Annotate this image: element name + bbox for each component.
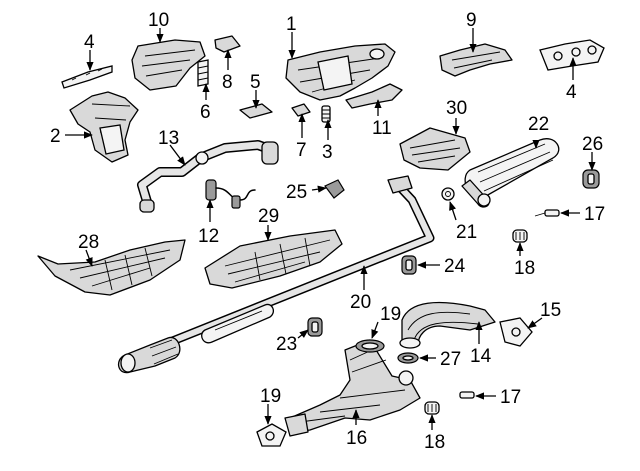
nut-washer-part — [291, 103, 311, 117]
gasket-ring-part — [355, 339, 385, 353]
manifold-gasket-left-part — [61, 65, 113, 89]
gasket-part — [499, 317, 533, 347]
stud-part — [512, 229, 528, 243]
center-heat-shield-part — [204, 229, 343, 289]
stud-bolt-part — [321, 105, 331, 123]
rear-muffler-part — [461, 138, 560, 208]
callout-8: 8 — [222, 72, 233, 93]
callout-30: 30 — [446, 98, 467, 119]
callout-24: 24 — [444, 256, 466, 277]
exhaust-manifold-right-part — [285, 43, 396, 101]
gasket-flange-part — [256, 423, 287, 447]
callout-16: 16 — [346, 428, 367, 449]
callout-25: 25 — [286, 182, 307, 203]
callout-14: 14 — [470, 346, 492, 367]
bolt-part — [534, 209, 560, 217]
bracket-small-part — [214, 35, 241, 53]
front-pipe-part — [284, 339, 421, 437]
front-heat-shield-part — [37, 239, 186, 296]
callout-1: 1 — [286, 14, 297, 35]
callout-9: 9 — [466, 10, 477, 31]
callout-29: 29 — [258, 206, 279, 227]
callout-2: 2 — [50, 126, 61, 147]
callout-18b: 18 — [424, 432, 445, 453]
callout-26: 26 — [582, 134, 603, 155]
callout-27: 27 — [440, 349, 461, 370]
callout-22: 22 — [528, 114, 549, 135]
exhaust-manifold-left-part — [69, 91, 139, 163]
bolt-lower-part — [459, 391, 475, 399]
callout-6: 6 — [200, 102, 211, 123]
callout-labels: 1 2 3 4 4 5 6 7 8 9 10 11 12 13 14 15 16… — [50, 10, 605, 453]
seal-ring-part — [397, 352, 419, 364]
callout-4b: 4 — [566, 82, 577, 103]
callout-15: 15 — [540, 300, 561, 321]
oxygen-sensor-part — [205, 179, 256, 209]
nut-part — [441, 187, 455, 201]
rear-hanger-part — [582, 169, 600, 189]
callout-11: 11 — [372, 118, 392, 139]
callout-3: 3 — [322, 142, 333, 163]
hanger-part — [307, 317, 323, 337]
callout-19b: 19 — [260, 386, 281, 407]
hanger-rear-part — [401, 255, 417, 275]
callout-20: 20 — [350, 292, 371, 313]
converter-heat-shield-part — [345, 83, 403, 109]
callout-19a: 19 — [380, 304, 401, 325]
callout-17b: 17 — [500, 387, 521, 408]
manifold-gasket-right-part — [539, 39, 605, 71]
stud-bracket-part — [197, 59, 209, 87]
callout-13: 13 — [158, 128, 179, 149]
callout-28: 28 — [78, 232, 99, 253]
callout-4a: 4 — [84, 32, 95, 53]
callout-23: 23 — [276, 334, 297, 355]
callout-18a: 18 — [514, 258, 535, 279]
rear-heat-shield-part — [399, 127, 471, 171]
callout-21: 21 — [456, 222, 477, 243]
right-heat-shield-part — [439, 43, 513, 77]
callout-10: 10 — [148, 10, 169, 31]
egr-pipe-part — [137, 140, 279, 213]
manifold-heat-shield-part — [131, 39, 206, 91]
callout-5: 5 — [250, 72, 261, 93]
stud-lower-part — [424, 401, 440, 415]
bracket-part — [324, 179, 345, 199]
callout-12: 12 — [198, 226, 219, 247]
exhaust-pipe-part — [117, 175, 435, 374]
callout-7: 7 — [296, 140, 307, 161]
callout-17a: 17 — [584, 204, 605, 225]
front-pipe-upper-part — [399, 301, 496, 349]
leader-lines — [65, 28, 596, 430]
